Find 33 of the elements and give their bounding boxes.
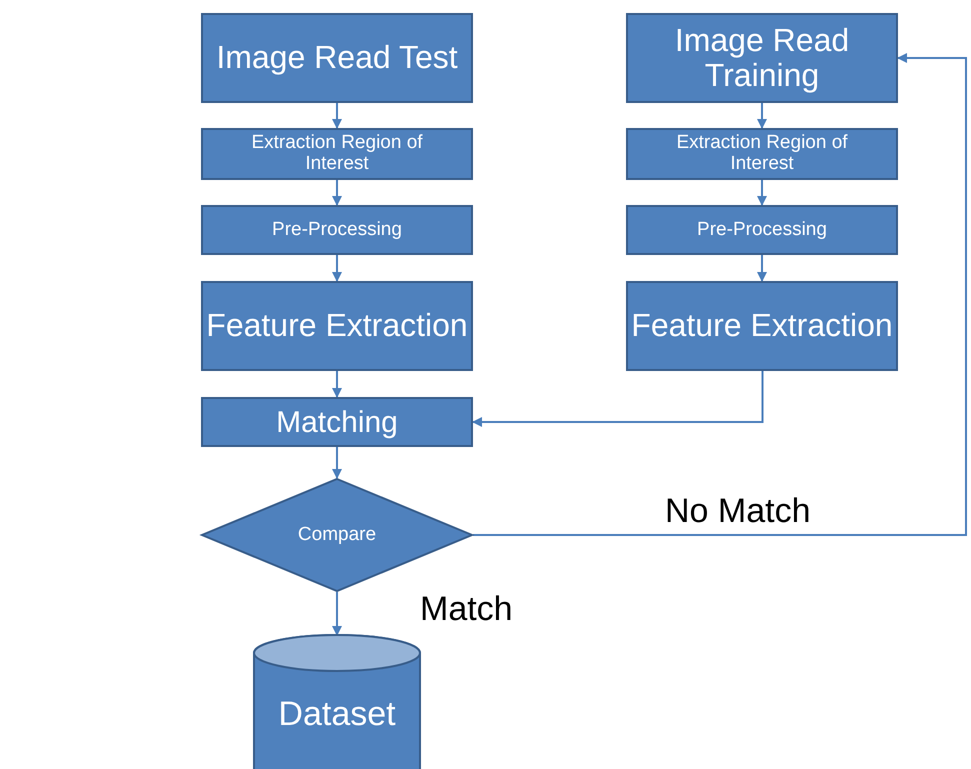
arrow <box>757 103 767 129</box>
process-box <box>626 205 898 255</box>
node-label: Extraction Region of Interest <box>675 133 849 175</box>
node-label: Pre-Processing <box>271 220 403 240</box>
arrow <box>332 447 342 479</box>
arrow <box>473 53 967 536</box>
node-label: Compare <box>298 524 376 546</box>
node-label: Image Read Training <box>674 22 850 94</box>
node-label: Image Read Test <box>216 40 458 76</box>
decision-diamond <box>201 478 473 592</box>
arrow <box>332 592 342 636</box>
arrow <box>332 255 342 282</box>
arrow <box>757 255 767 282</box>
arrow <box>332 180 342 206</box>
process-box <box>201 397 473 447</box>
node-label: Extraction Region of Interest <box>250 133 424 175</box>
arrow <box>332 103 342 129</box>
process-box <box>626 281 898 371</box>
database-cylinder <box>253 635 421 769</box>
process-box <box>201 281 473 371</box>
node-label: Feature Extraction <box>631 308 893 344</box>
node-label: Matching <box>276 406 398 438</box>
node-label: Dataset <box>278 696 396 734</box>
process-box <box>201 128 473 180</box>
arrow <box>472 371 764 427</box>
arrow <box>332 371 342 398</box>
node-label: Pre-Processing <box>696 220 828 240</box>
process-box <box>201 13 473 103</box>
process-box <box>626 13 898 103</box>
process-box <box>626 128 898 180</box>
process-box <box>201 205 473 255</box>
node-label: Feature Extraction <box>206 308 468 344</box>
arrow <box>757 180 767 206</box>
